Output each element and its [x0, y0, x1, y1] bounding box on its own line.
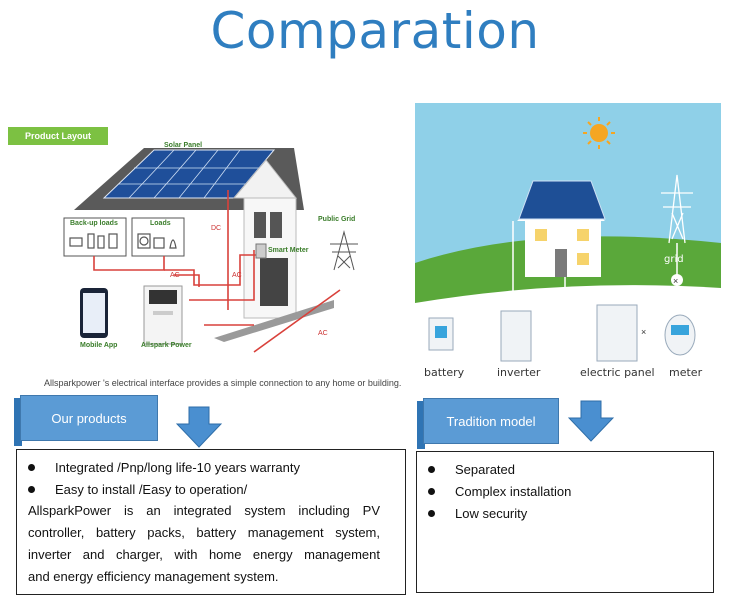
bullet	[28, 485, 35, 493]
product-layout-tag: Product Layout	[8, 127, 108, 145]
allspark-power-label: Allspark Power	[141, 342, 192, 349]
list-item: Integrated /Pnp/long life-10 years warra…	[17, 456, 405, 478]
ac-label-2: AC	[232, 272, 242, 279]
tradition-model-banner: Tradition model	[423, 398, 559, 444]
our-products-banner: Our products	[20, 395, 158, 441]
svg-text:×: ×	[641, 327, 646, 337]
meter-label: meter	[669, 366, 703, 379]
public-grid-label: Public Grid	[318, 216, 356, 223]
illustration-caption: Allsparkpower 's electrical interface pr…	[44, 378, 402, 388]
sun-icon	[590, 124, 608, 142]
loads-box	[131, 217, 185, 257]
product-layout-drawing	[63, 148, 358, 353]
bullet-text: Complex installation	[455, 483, 572, 499]
grid-label: grid	[664, 254, 684, 265]
smart-meter-label: Smart Meter	[268, 247, 309, 254]
traditional-system-drawing: × ×	[415, 103, 721, 393]
inverter-icon	[500, 310, 532, 362]
bullet-text: Easy to install /Easy to operation/	[55, 481, 248, 497]
inverter-label: inverter	[497, 366, 541, 379]
dc-label: DC	[211, 225, 222, 232]
page-title: Comparation	[210, 2, 540, 60]
down-arrow-icon	[568, 400, 614, 442]
door	[260, 258, 288, 306]
power-tower-icon	[330, 230, 358, 271]
ground	[214, 300, 334, 342]
tradition-model-panel: Separated Complex installation Low secur…	[416, 451, 714, 593]
product-description-line: and energy efficiency management system.	[28, 569, 279, 584]
bullet	[428, 509, 435, 517]
loads-label: Loads	[150, 220, 171, 227]
bullet	[428, 487, 435, 495]
tradition-model-title: Tradition model	[446, 413, 536, 429]
backup-loads-box	[63, 217, 127, 257]
window	[270, 212, 282, 238]
bullet-text: Separated	[455, 461, 515, 477]
list-item: Complex installation	[417, 480, 713, 502]
list-item: Separated	[417, 458, 713, 480]
appliance-icons	[69, 233, 177, 249]
down-arrow-icon	[176, 406, 222, 448]
list-item: Low security	[417, 502, 713, 524]
bullet	[428, 465, 435, 473]
our-products-banner-tab	[14, 398, 22, 446]
electric-panel-icon	[596, 304, 638, 362]
floor	[415, 285, 721, 393]
list-item: Easy to install /Easy to operation/	[17, 478, 405, 500]
our-products-panel: Integrated /Pnp/long life-10 years warra…	[16, 449, 406, 595]
ac-label-1: AC	[170, 272, 180, 279]
bullet	[28, 463, 35, 471]
backup-loads-label: Back-up loads	[70, 220, 118, 227]
battery-label: battery	[424, 366, 465, 379]
smart-meter-icon	[255, 243, 267, 259]
product-description-line: controller, battery packs, battery manag…	[28, 525, 380, 540]
solar-panel-icon	[518, 180, 606, 220]
window	[254, 212, 266, 238]
product-layout-illustration	[4, 120, 400, 392]
product-description-line: AllsparkPower is an integrated system in…	[28, 503, 380, 518]
product-description-line: inverter and charger, with home energy m…	[28, 547, 380, 562]
bullet-text: Integrated /Pnp/long life-10 years warra…	[55, 459, 300, 475]
electric-panel-label: electric panel	[580, 366, 655, 379]
solar-panel-label: Solar Panel	[164, 142, 203, 149]
bullet-text: Low security	[455, 505, 528, 521]
ac-label-3: AC	[318, 330, 328, 337]
our-products-title: Our products	[51, 410, 127, 426]
power-tower-icon	[661, 174, 693, 244]
mobile-app-label: Mobile App	[80, 342, 118, 349]
svg-text:×: ×	[673, 276, 678, 286]
tradition-model-banner-tab	[417, 401, 425, 449]
traditional-system-illustration: × ×	[415, 103, 721, 393]
